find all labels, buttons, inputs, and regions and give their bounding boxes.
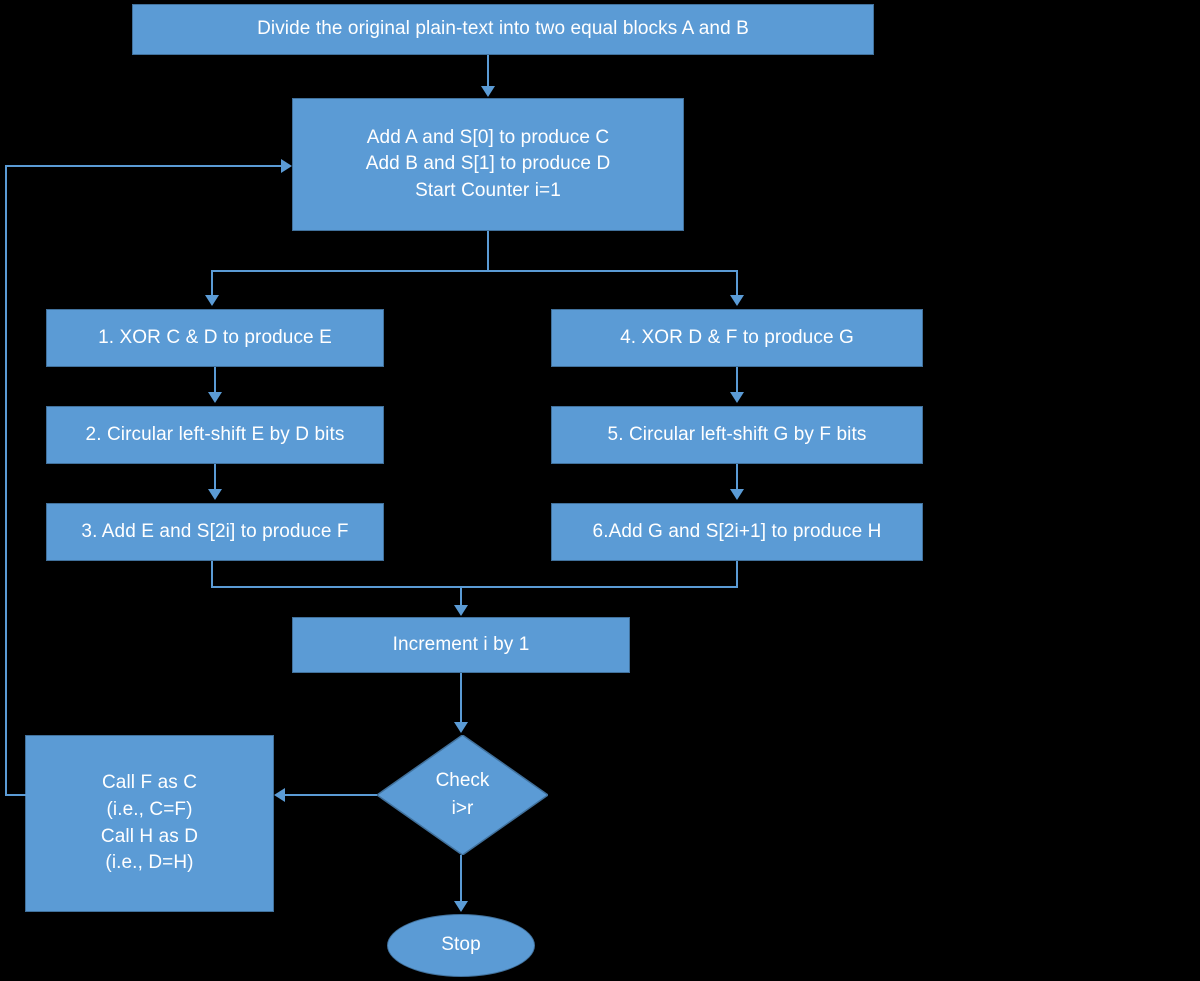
edge-split-to-step1-line — [211, 270, 213, 296]
node-start[interactable]: Divide the original plain-text into two … — [132, 4, 874, 55]
edge-increment-to-check-arrow — [454, 722, 468, 733]
node-stop[interactable]: Stop — [387, 914, 535, 977]
node-step3-add-e[interactable]: 3. Add E and S[2i] to produce F — [46, 503, 384, 561]
diamond-shape — [377, 735, 548, 855]
edge-split-to-step4-arrow — [730, 295, 744, 306]
edge-merge-bus — [211, 586, 738, 588]
edge-check-to-stop-line — [460, 855, 462, 902]
edge-init-split-bus — [211, 270, 738, 272]
edge-init-split-stem — [487, 231, 489, 271]
node-check-decision[interactable]: Check i>r — [377, 735, 548, 855]
edge-start-to-init-line — [487, 55, 489, 87]
edge-step4-to-step5-arrow — [730, 392, 744, 403]
edge-increment-to-check-line — [460, 673, 462, 723]
edge-step1-to-step2-arrow — [208, 392, 222, 403]
edge-split-to-step1-arrow — [205, 295, 219, 306]
node-step5-shift-g[interactable]: 5. Circular left-shift G by F bits — [551, 406, 923, 464]
edge-step3-merge-line — [211, 561, 213, 588]
edge-check-to-stop-arrow — [454, 901, 468, 912]
node-init[interactable]: Add A and S[0] to produce C Add B and S[… — [292, 98, 684, 231]
edge-reassign-feedback-arrow — [281, 159, 292, 173]
edge-check-to-reassign-arrow — [274, 788, 285, 802]
edge-start-to-init-arrow — [481, 86, 495, 97]
edge-step6-merge-line — [736, 561, 738, 588]
edge-reassign-feedback-bottom — [5, 794, 27, 796]
node-step2-shift-e[interactable]: 2. Circular left-shift E by D bits — [46, 406, 384, 464]
edge-step2-to-step3-arrow — [208, 489, 222, 500]
node-increment[interactable]: Increment i by 1 — [292, 617, 630, 673]
edge-split-to-step4-line — [736, 270, 738, 296]
node-step6-add-g[interactable]: 6.Add G and S[2i+1] to produce H — [551, 503, 923, 561]
node-reassign[interactable]: Call F as C (i.e., C=F) Call H as D (i.e… — [25, 735, 274, 912]
edge-step5-to-step6-arrow — [730, 489, 744, 500]
edge-step4-to-step5-line — [736, 367, 738, 394]
edge-check-to-reassign-line — [285, 794, 377, 796]
edge-merge-to-increment-arrow — [454, 605, 468, 616]
edge-step2-to-step3-line — [214, 464, 216, 491]
node-step1-xor-cd[interactable]: 1. XOR C & D to produce E — [46, 309, 384, 367]
edge-reassign-feedback-top — [5, 165, 282, 167]
edge-merge-to-increment-line — [460, 586, 462, 606]
node-step4-xor-df[interactable]: 4. XOR D & F to produce G — [551, 309, 923, 367]
edge-step1-to-step2-line — [214, 367, 216, 394]
edge-reassign-feedback-riser — [5, 165, 7, 796]
edge-step5-to-step6-line — [736, 464, 738, 491]
